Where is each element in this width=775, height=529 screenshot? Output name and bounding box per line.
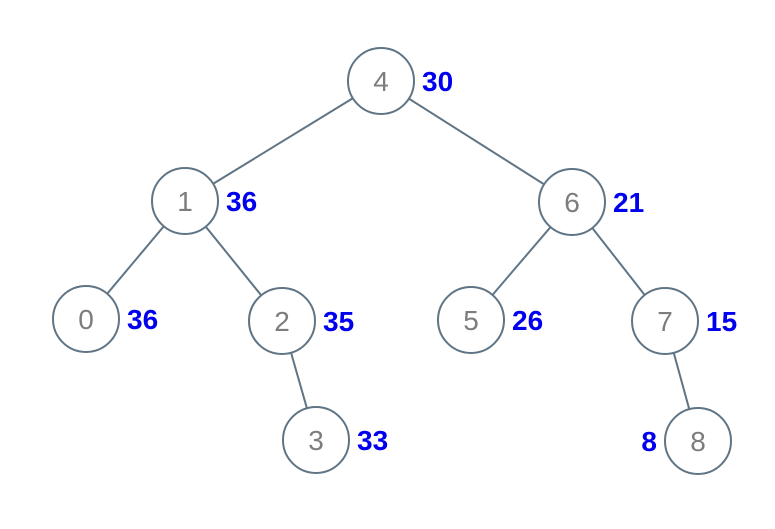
tree-edge-4-6 bbox=[380, 80, 573, 203]
tree-node-value-4: 4 bbox=[373, 66, 389, 97]
tree-node-value-3: 3 bbox=[308, 425, 324, 456]
tree-node-4 bbox=[347, 47, 415, 115]
tree-node-label-2: 35 bbox=[323, 306, 354, 337]
tree-node-0 bbox=[52, 285, 120, 353]
tree-node-value-0: 0 bbox=[78, 304, 94, 335]
tree-node-1 bbox=[151, 167, 219, 235]
tree-node-label-7: 15 bbox=[706, 306, 737, 337]
tree-node-5 bbox=[437, 286, 505, 354]
tree-node-value-6: 6 bbox=[564, 187, 580, 218]
tree-node-label-0: 36 bbox=[127, 304, 158, 335]
tree-node-value-8: 8 bbox=[690, 426, 706, 457]
tree-node-value-2: 2 bbox=[274, 306, 290, 337]
tree-node-6 bbox=[538, 168, 606, 236]
tree-node-7 bbox=[631, 287, 699, 355]
tree-node-label-6: 21 bbox=[613, 187, 644, 218]
tree-node-2 bbox=[248, 287, 316, 355]
tree-node-label-5: 26 bbox=[512, 305, 543, 336]
tree-node-label-3: 33 bbox=[357, 425, 388, 456]
tree-edge-4-1 bbox=[184, 80, 382, 202]
tree-node-value-7: 7 bbox=[657, 306, 673, 337]
tree-node-3 bbox=[282, 406, 350, 474]
tree-node-value-5: 5 bbox=[463, 305, 479, 336]
tree-node-label-4: 30 bbox=[422, 66, 453, 97]
tree-node-value-1: 1 bbox=[177, 186, 193, 217]
tree-node-label-8: 8 bbox=[641, 426, 657, 457]
tree-node-label-1: 36 bbox=[226, 186, 257, 217]
tree-node-8 bbox=[664, 407, 732, 475]
